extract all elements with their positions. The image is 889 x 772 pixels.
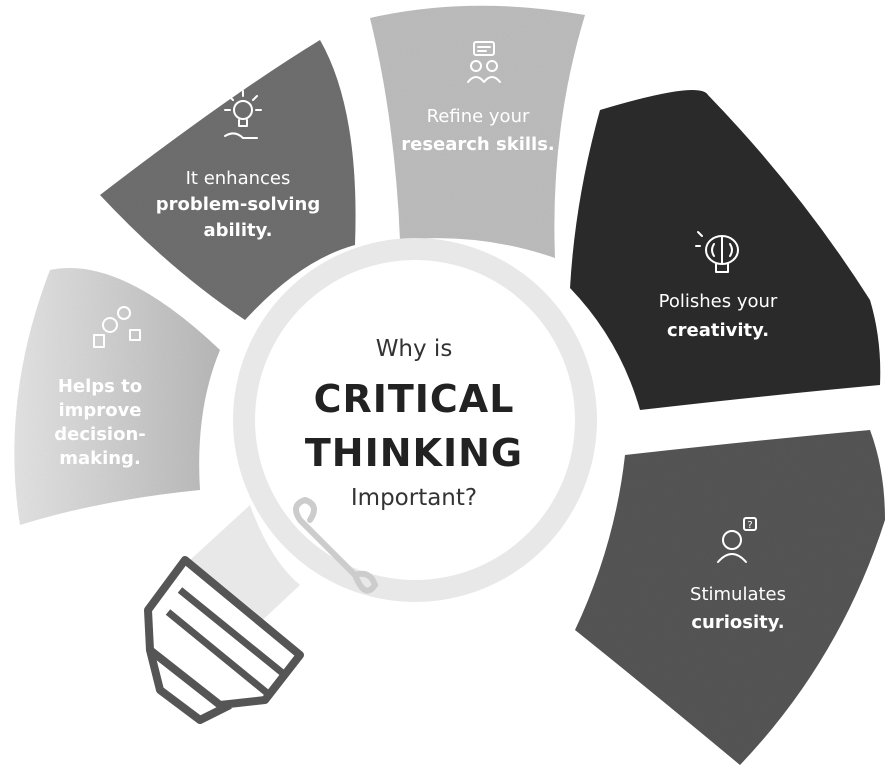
center-line-thinking: THINKING <box>305 431 523 475</box>
center-line-why-is: Why is <box>376 336 453 362</box>
segment-decision-line1: Helps to <box>58 376 142 397</box>
gears-icon <box>93 306 141 348</box>
discussion-icon <box>467 41 501 83</box>
center-title: Why is CRITICAL THINKING Important? <box>305 336 523 511</box>
segment-curiosity-line2: curiosity. <box>691 612 784 633</box>
segment-problem-line3: ability. <box>203 220 272 241</box>
segment-problem-line2: problem-solving <box>156 194 320 215</box>
segment-decision-making-shape <box>14 267 220 525</box>
segment-research: Refine your research skills. <box>370 5 585 258</box>
segment-creativity-line2: creativity. <box>667 320 769 341</box>
segment-problem-solving-shape <box>100 40 356 320</box>
segment-creativity-line1: Polishes your <box>659 291 778 312</box>
base-tip <box>146 649 232 724</box>
segment-curiosity: ? Stimulates curiosity. <box>575 430 885 765</box>
segment-creativity: Polishes your creativity. <box>570 90 881 410</box>
segment-curiosity-line1: Stimulates <box>690 584 786 605</box>
question-person-icon: ? <box>717 517 757 563</box>
bulb-inner-disc <box>255 260 575 580</box>
segment-decision-making: Helps to improve decision- making. <box>14 267 220 525</box>
segment-research-line2: research skills. <box>401 134 555 155</box>
center-line-critical: CRITICAL <box>314 377 515 421</box>
bulb-base <box>144 556 304 724</box>
segment-creativity-shape <box>570 90 881 410</box>
lightbulb-illustration <box>144 238 597 724</box>
segment-decision-line4: making. <box>59 448 141 469</box>
lightbulb-hand-icon <box>224 90 262 139</box>
segment-curiosity-shape <box>575 430 885 765</box>
segment-research-shape <box>370 5 585 258</box>
brain-icon <box>695 231 739 273</box>
segment-decision-line3: decision- <box>54 424 145 445</box>
question-mark-glyph: ? <box>747 520 752 531</box>
base-stripe <box>177 587 288 678</box>
segment-decision-line2: improve <box>59 400 142 421</box>
segment-problem-line1: It enhances <box>186 168 291 189</box>
base-stripe <box>165 609 275 700</box>
segment-research-line1: Refine your <box>427 106 530 127</box>
bulb-filament <box>293 496 379 594</box>
center-line-important: Important? <box>351 485 477 511</box>
segment-problem-solving: It enhances problem-solving ability. <box>100 40 356 320</box>
